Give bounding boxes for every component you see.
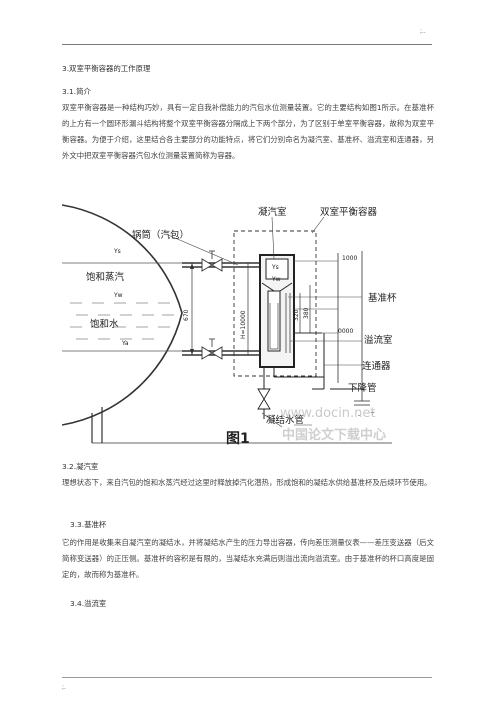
label-ys: Ys — [113, 248, 121, 255]
intro-paragraph: 双室平衡容器是一种结构巧妙，具有一定自我补偿能力的汽包水位测量装置。它的主要结构… — [62, 103, 434, 160]
label-plus: + — [370, 410, 375, 417]
subsection-3-4-title: 3.4.溢流室 — [70, 599, 107, 608]
label-ya: Ya — [121, 340, 129, 347]
label-condense-chamber: 凝汽室 — [258, 206, 287, 218]
label-downcomer: 下降管 — [348, 382, 377, 394]
label-ys-inner: Ys — [271, 264, 279, 271]
dim-670: 670 — [183, 309, 190, 321]
label-overflow-chamber: 溢流室 — [364, 334, 393, 346]
label-saturated-steam: 饱和蒸汽 — [86, 271, 125, 283]
label-yw-inner: Yw — [271, 276, 281, 283]
dim-320: 320 — [293, 309, 300, 321]
label-reference-cup: 基准杯 — [368, 292, 397, 304]
watermark-url: www.docin.net — [280, 406, 376, 421]
label-connector: 连通器 — [362, 360, 391, 372]
label-dual-container: 双室平衡容器 — [320, 206, 378, 218]
header-rule — [62, 44, 432, 45]
watermark-cn: 中国论文下载中心 — [282, 427, 386, 443]
label-saturated-water: 饱和水 — [90, 318, 119, 330]
reference-cup-paragraph: 它的作用是收集来自凝汽室的凝结水，并将凝结水产生的压力导出容器，传向差压测量仪表… — [62, 538, 434, 579]
label-drum: 锅筒（汽包） — [132, 229, 189, 241]
subsection-3-3-title: 3.3.基准杯 — [70, 520, 107, 529]
dim-h-10000: H=10000 — [240, 310, 247, 339]
subsection-3-2-title: 3.2.凝汽室 — [62, 462, 99, 471]
figure-dual-chamber-container: 锅筒（汽包） Ys 饱和蒸汽 Yw 饱和水 Ya 凝汽室 双室平衡容器 Ys Y… — [62, 204, 397, 447]
figure-caption: 图1 — [226, 431, 250, 447]
condense-chamber-paragraph: 理想状态下，来自汽包的饱和水蒸汽经过这里时释放掉汽化潜热，形成饱和的凝结水供给基… — [62, 478, 432, 487]
label-yw: Yw — [113, 292, 123, 299]
dim-1000: 1000 — [342, 255, 357, 262]
footer-mark: ;. — [62, 684, 66, 691]
label-condensate-pipe: 凝结水管 — [266, 414, 304, 426]
section-title: 3.双室平衡容器的工作原理 — [62, 64, 151, 73]
footer-rule — [62, 677, 432, 678]
subsection-3-1-title: 3.1.简介 — [62, 87, 91, 96]
label-minus: - — [358, 412, 360, 419]
dim-380: 380 — [303, 307, 310, 319]
header-mark: ;.. — [420, 28, 426, 35]
dim-0000: 0000 — [338, 328, 353, 335]
